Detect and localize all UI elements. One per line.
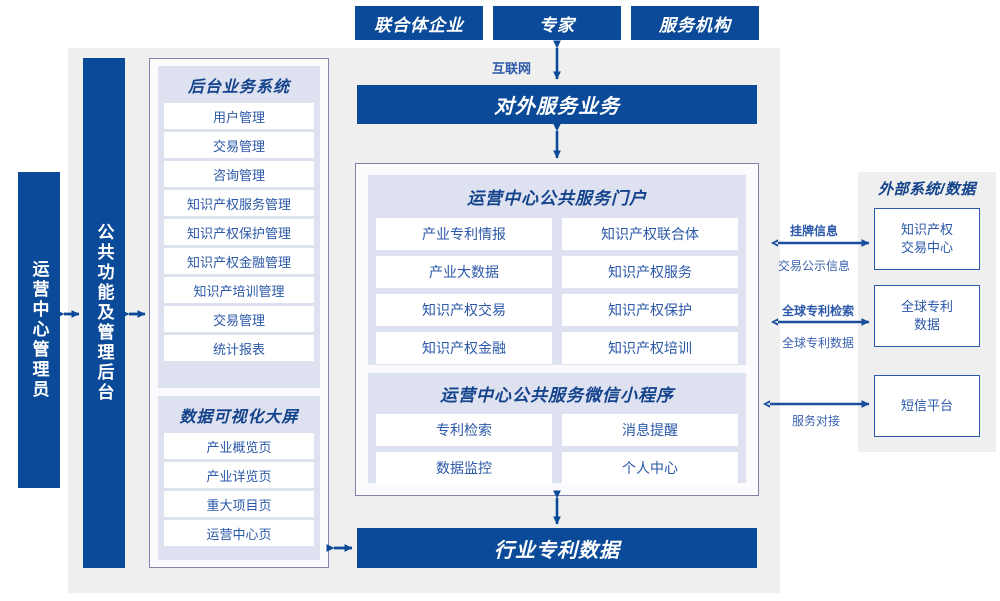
external-box-line1: 短信平台 [900, 398, 953, 413]
backend-item[interactable]: 咨询管理 [164, 161, 314, 187]
backend-item[interactable]: 交易管理 [164, 306, 314, 332]
backend-item[interactable]: 用户管理 [164, 103, 314, 129]
backend-system-group: 后台业务系统 用户管理 交易管理 咨询管理 知识产权服务管理 知识产权保护管理 … [158, 66, 320, 388]
miniprogram-item[interactable]: 专利检索 [376, 414, 552, 446]
backend-item[interactable]: 知识产权保护管理 [164, 219, 314, 245]
internet-label: 互联网 [492, 61, 532, 76]
actor-label: 专家 [539, 15, 575, 35]
miniprogram-item[interactable]: 个人中心 [562, 452, 738, 484]
column-operations-admin[interactable]: 运营中心管理员 [18, 172, 60, 488]
portal-grid: 产业专利情报 知识产权联合体 产业大数据 知识产权服务 知识产权交易 知识产权保… [368, 218, 746, 378]
column-label: 运营中心管理员 [29, 260, 49, 400]
actor-label: 联合体企业 [374, 15, 464, 35]
portal-item[interactable]: 知识产权服务 [562, 256, 738, 288]
visualization-item[interactable]: 运营中心页 [164, 520, 314, 546]
external-box-line1: 全球专利 [900, 299, 953, 314]
external-box-line2: 交易中心 [900, 240, 953, 255]
connector-label-service-docking: 服务对接 [792, 414, 841, 428]
column-common-functions[interactable]: 公共功能及管理后台 [83, 58, 125, 568]
external-box-ip-exchange[interactable]: 知识产权 交易中心 [874, 208, 980, 270]
miniprogram-item[interactable]: 数据监控 [376, 452, 552, 484]
portal-item[interactable]: 产业专利情报 [376, 218, 552, 250]
external-box-line2: 数据 [913, 317, 940, 332]
industry-patent-data-label: 行业专利数据 [494, 539, 620, 562]
miniprogram-group: 运营中心公共服务微信小程序 专利检索 消息提醒 数据监控 个人中心 [368, 373, 746, 484]
portal-item[interactable]: 知识产权培训 [562, 332, 738, 364]
portal-item[interactable]: 知识产权联合体 [562, 218, 738, 250]
external-box-sms-platform[interactable]: 短信平台 [874, 375, 980, 437]
portal-group: 运营中心公共服务门户 产业专利情报 知识产权联合体 产业大数据 知识产权服务 知… [368, 175, 746, 365]
miniprogram-item[interactable]: 消息提醒 [562, 414, 738, 446]
visualization-item[interactable]: 重大项目页 [164, 491, 314, 517]
miniprogram-grid: 专利检索 消息提醒 数据监控 个人中心 [368, 414, 746, 498]
actor-label: 服务机构 [659, 15, 731, 35]
external-systems-title: 外部系统/数据 [878, 181, 976, 198]
backend-system-title: 后台业务系统 [187, 79, 290, 96]
connector-label-global-patent-data: 全球专利数据 [782, 336, 855, 350]
column-label: 公共功能及管理后台 [94, 223, 114, 403]
external-box-global-patent[interactable]: 全球专利 数据 [874, 285, 980, 347]
backend-item[interactable]: 知识产权金融管理 [164, 248, 314, 274]
connector-label-listing-info: 挂牌信息 [790, 224, 839, 238]
actor-box-2[interactable]: 服务机构 [631, 6, 759, 40]
miniprogram-title: 运营中心公共服务微信小程序 [440, 386, 674, 405]
backend-item[interactable]: 统计报表 [164, 335, 314, 361]
external-service-bar[interactable]: 对外服务业务 [357, 85, 757, 124]
industry-patent-data-bar[interactable]: 行业专利数据 [357, 528, 757, 568]
portal-item[interactable]: 知识产权交易 [376, 294, 552, 326]
visualization-item[interactable]: 产业详览页 [164, 462, 314, 488]
visualization-group: 数据可视化大屏 产业概览页 产业详览页 重大项目页 运营中心页 [158, 396, 320, 560]
portal-item[interactable]: 知识产权保护 [562, 294, 738, 326]
visualization-title: 数据可视化大屏 [179, 409, 299, 426]
backend-item[interactable]: 知识产培训管理 [164, 277, 314, 303]
portal-item[interactable]: 知识产权金融 [376, 332, 552, 364]
portal-item[interactable]: 产业大数据 [376, 256, 552, 288]
visualization-item[interactable]: 产业概览页 [164, 433, 314, 459]
actor-box-1[interactable]: 专家 [493, 6, 621, 40]
connector-label-global-patent-search: 全球专利检索 [782, 304, 855, 318]
connector-label-trade-public-info: 交易公示信息 [778, 259, 851, 273]
backend-item[interactable]: 交易管理 [164, 132, 314, 158]
external-box-line1: 知识产权 [900, 222, 953, 237]
external-service-label: 对外服务业务 [494, 96, 620, 118]
actor-box-0[interactable]: 联合体企业 [355, 6, 483, 40]
backend-item[interactable]: 知识产权服务管理 [164, 190, 314, 216]
portal-title: 运营中心公共服务门户 [467, 189, 647, 208]
